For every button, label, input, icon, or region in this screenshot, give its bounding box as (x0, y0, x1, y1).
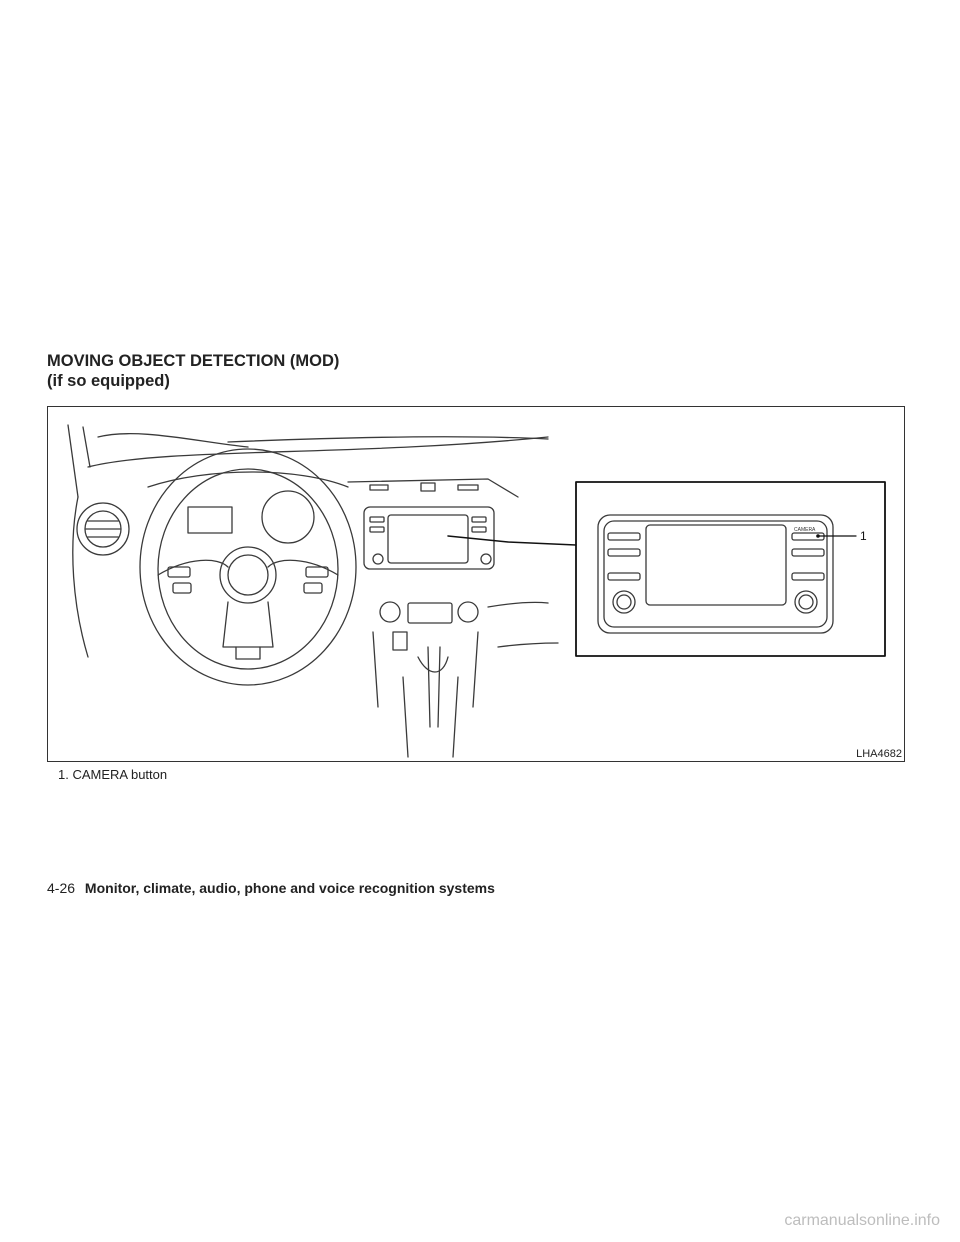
figure-id: LHA4682 (856, 748, 902, 760)
heading-line-1: MOVING OBJECT DETECTION (MOD) (47, 352, 340, 370)
callout-number: 1 (860, 529, 867, 543)
heading-line-2: (if so equipped) (47, 372, 170, 390)
figure-caption: 1. CAMERA button (58, 767, 168, 782)
watermark: carmanualsonline.info (784, 1212, 940, 1229)
page-number: 4-26 (47, 880, 76, 896)
section-heading: MOVING OBJECT DETECTION (MOD) (if so equ… (47, 351, 339, 391)
dashboard-drawing: CAMERA 1 (67, 424, 886, 758)
section-title: Monitor, climate, audio, phone and voice… (84, 880, 495, 896)
dashboard-illustration: CAMERA 1 LHA4682 (47, 406, 905, 762)
page-footer: 4-26 Monitor, climate, audio, phone and … (47, 880, 495, 896)
camera-button-label: CAMERA (794, 527, 816, 533)
